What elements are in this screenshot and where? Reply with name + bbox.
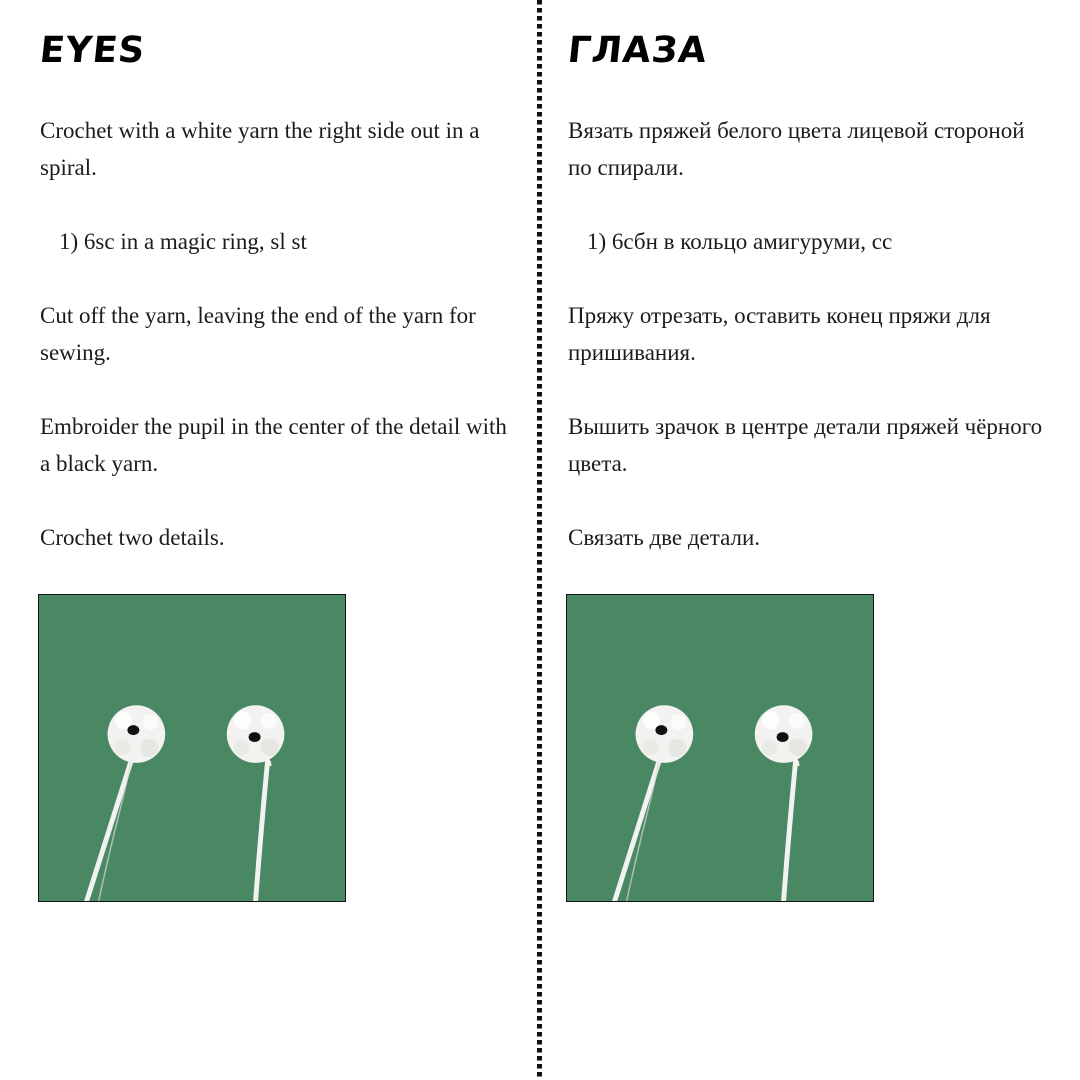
eyes-photo [566,594,874,902]
dotted-divider [537,0,542,1080]
russian-paragraph-4: Вышить зрачок в центре детали пряжей чёр… [568,414,1043,476]
english-step-1: 1) 6sc in a magic ring, sl st [59,229,307,254]
russian-heading: ГЛАЗА [565,30,710,71]
russian-paragraph-5: Связать две детали. [568,525,761,550]
russian-paragraph-1: Вязать пряжей белого цвета лицевой сторо… [568,118,1025,180]
english-heading: EYES [37,30,148,71]
english-paragraph-1: Crochet with a white yarn the right side… [40,118,480,180]
russian-paragraph-3: Пряжу отрезать, оставить конец пряжи для… [568,303,991,365]
russian-step-1: 1) 6сбн в кольцо амигуруми, сс [587,229,893,254]
english-paragraph-5: Crochet two details. [40,525,225,550]
english-paragraph-3: Cut off the yarn, leaving the end of the… [40,303,476,365]
english-paragraph-4: Embroider the pupil in the center of the… [40,414,507,476]
eyes-photo [38,594,346,902]
